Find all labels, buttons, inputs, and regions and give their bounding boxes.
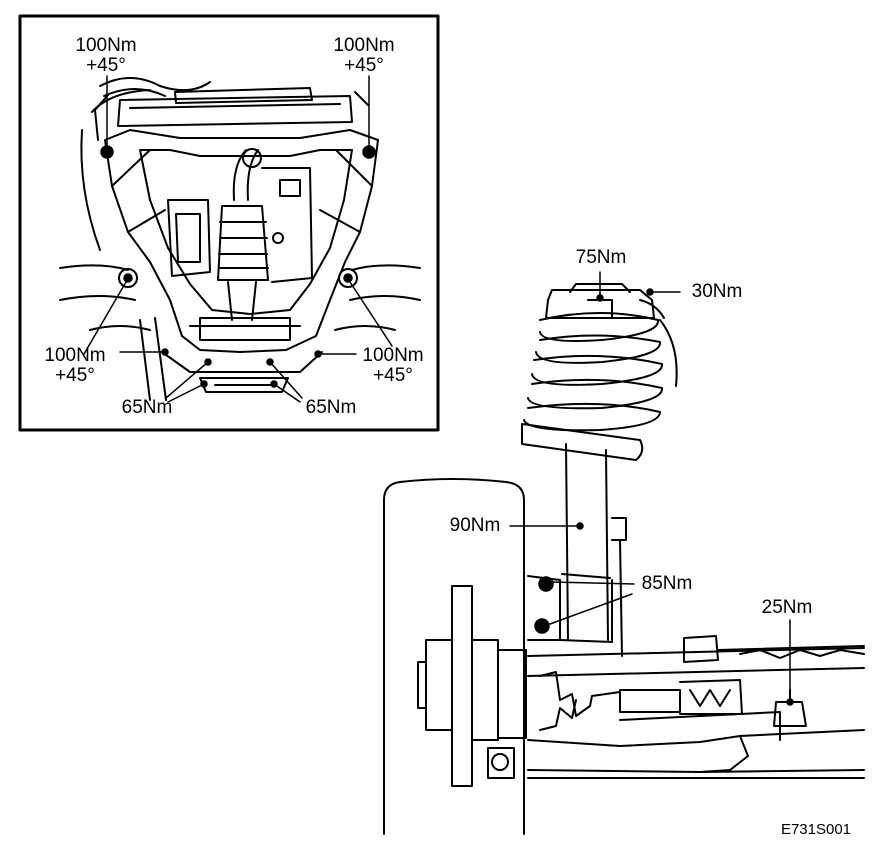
angle-value: +45° [373, 365, 413, 386]
torque-label-mid-left: 100Nm +45° [32, 346, 118, 386]
suspension-leaders [509, 271, 794, 706]
torque-value: 100Nm [44, 345, 106, 366]
torque-label-strut-bolts: 85Nm [641, 573, 693, 594]
angle-value: +45° [344, 55, 384, 76]
torque-label-top-left: 100Nm +45° [66, 36, 146, 76]
strut-assembly [521, 283, 678, 657]
angle-value: +45° [86, 55, 126, 76]
figure-code: E731S001 [780, 821, 852, 838]
torque-value: 100Nm [333, 35, 395, 56]
bolt-marker [362, 145, 376, 159]
wheel-tyre [383, 478, 525, 835]
inset-leaders [83, 75, 393, 403]
torque-label-stabilizer-link: 90Nm [449, 515, 501, 536]
torque-label-bottom-left: 65Nm [121, 397, 173, 418]
bolt-marker [534, 618, 550, 634]
bolt-marker [100, 145, 114, 159]
subframe-drawing [59, 77, 421, 401]
bolt-marker [538, 576, 554, 592]
torque-label-bottom-right: 65Nm [305, 397, 357, 418]
torque-label-top-right: 100Nm +45° [324, 36, 404, 76]
torque-label-ball-joint: 25Nm [761, 597, 813, 618]
torque-value: 100Nm [362, 345, 424, 366]
brake-disc [417, 585, 527, 787]
inset-frame [18, 14, 440, 432]
angle-value: +45° [55, 365, 95, 386]
torque-label-mid-right: 100Nm +45° [350, 346, 436, 386]
bolt-marker [123, 273, 133, 283]
torque-value: 100Nm [75, 35, 137, 56]
torque-label-top-nut: 30Nm [691, 281, 743, 302]
torque-label-top-mount: 75Nm [575, 247, 627, 268]
bolt-marker [343, 273, 353, 283]
driveshaft-lowerarm [487, 635, 865, 779]
